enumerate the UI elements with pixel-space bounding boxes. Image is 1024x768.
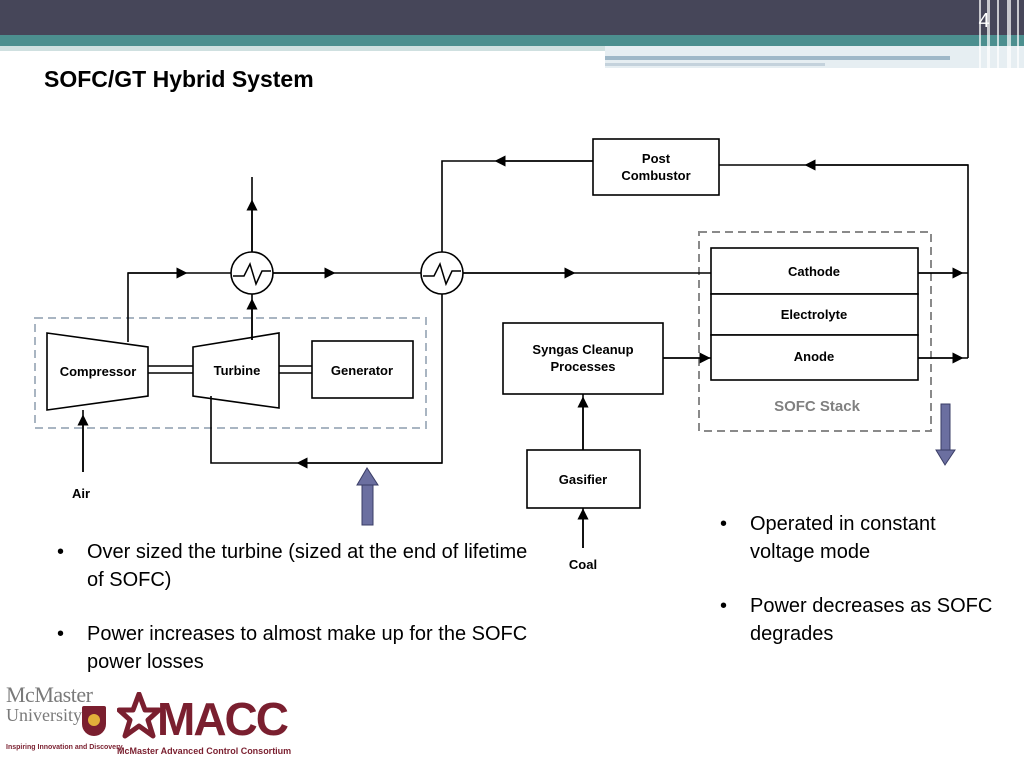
left-bullet-list: Over sized the turbine (sized at the end… [55, 538, 545, 702]
air-label: Air [72, 486, 90, 501]
macc-star-icon [117, 692, 161, 739]
coal-label: Coal [569, 557, 597, 572]
bullet-item: Power decreases as SOFC degrades [718, 592, 998, 648]
gasifier-label: Gasifier [559, 472, 607, 487]
bullet-item: Operated in constant voltage mode [718, 510, 998, 566]
generator-label: Generator [331, 363, 393, 378]
slide-top-bar [0, 0, 1024, 35]
compressor-label: Compressor [60, 364, 137, 379]
bullet-item: Power increases to almost make up for th… [55, 620, 545, 676]
page-number: 4 [978, 10, 990, 32]
electrolyte-label: Electrolyte [781, 307, 847, 322]
mcmaster-tagline: Inspiring Innovation and Discovery [6, 744, 123, 751]
slide-accent-line [605, 56, 950, 60]
sofc-stack-label: SOFC Stack [774, 398, 861, 415]
cathode-block [710, 247, 919, 295]
syngas-cleanup-label-1: Syngas Cleanup [532, 342, 633, 357]
electrolyte-block [710, 293, 919, 336]
mcmaster-logo: McMaster University Inspiring Innovation… [6, 682, 123, 760]
compressor-block [46, 332, 149, 411]
slide-corner-stripes [975, 0, 1024, 68]
heat-exchanger-2-icon [420, 251, 464, 295]
right-bullet-list: Operated in constant voltage mode Power … [718, 510, 998, 674]
syngas-cleanup-block [502, 322, 664, 395]
mcmaster-logo-line1: McMaster [6, 682, 93, 707]
bullet-item: Over sized the turbine (sized at the end… [55, 538, 545, 594]
post-combustor-label-1: Post [642, 151, 671, 166]
slide-teal-bar [0, 35, 1024, 46]
slide-accent-line-2 [605, 63, 825, 66]
mcmaster-logo-line2: University [6, 705, 82, 725]
flow-lines [77, 155, 969, 548]
macc-tagline: McMaster Advanced Control Consortium [117, 746, 292, 756]
heat-exchanger-1-icon [230, 251, 274, 295]
post-combustor-label-2: Combustor [621, 168, 690, 183]
gas-turbine-group-border [34, 317, 427, 429]
post-combustor-block [592, 138, 720, 196]
macc-logo-word: MACC [157, 693, 289, 745]
anode-block [710, 334, 919, 381]
cathode-label: Cathode [788, 264, 840, 279]
generator-block [311, 340, 414, 399]
sofc-stack-group-border [698, 231, 932, 432]
turbine-block [192, 332, 280, 409]
slide-light-band [0, 46, 605, 51]
syngas-cleanup-label-2: Processes [550, 359, 615, 374]
mcmaster-shield-icon [82, 706, 106, 736]
anode-label: Anode [794, 349, 834, 364]
slide-title: SOFC/GT Hybrid System [44, 66, 314, 92]
macc-logo: MACC McMaster Advanced Control Consortiu… [115, 688, 291, 760]
power-increase-arrow-icon [356, 467, 379, 526]
power-decrease-arrow-icon [935, 403, 956, 466]
turbine-label: Turbine [214, 363, 261, 378]
